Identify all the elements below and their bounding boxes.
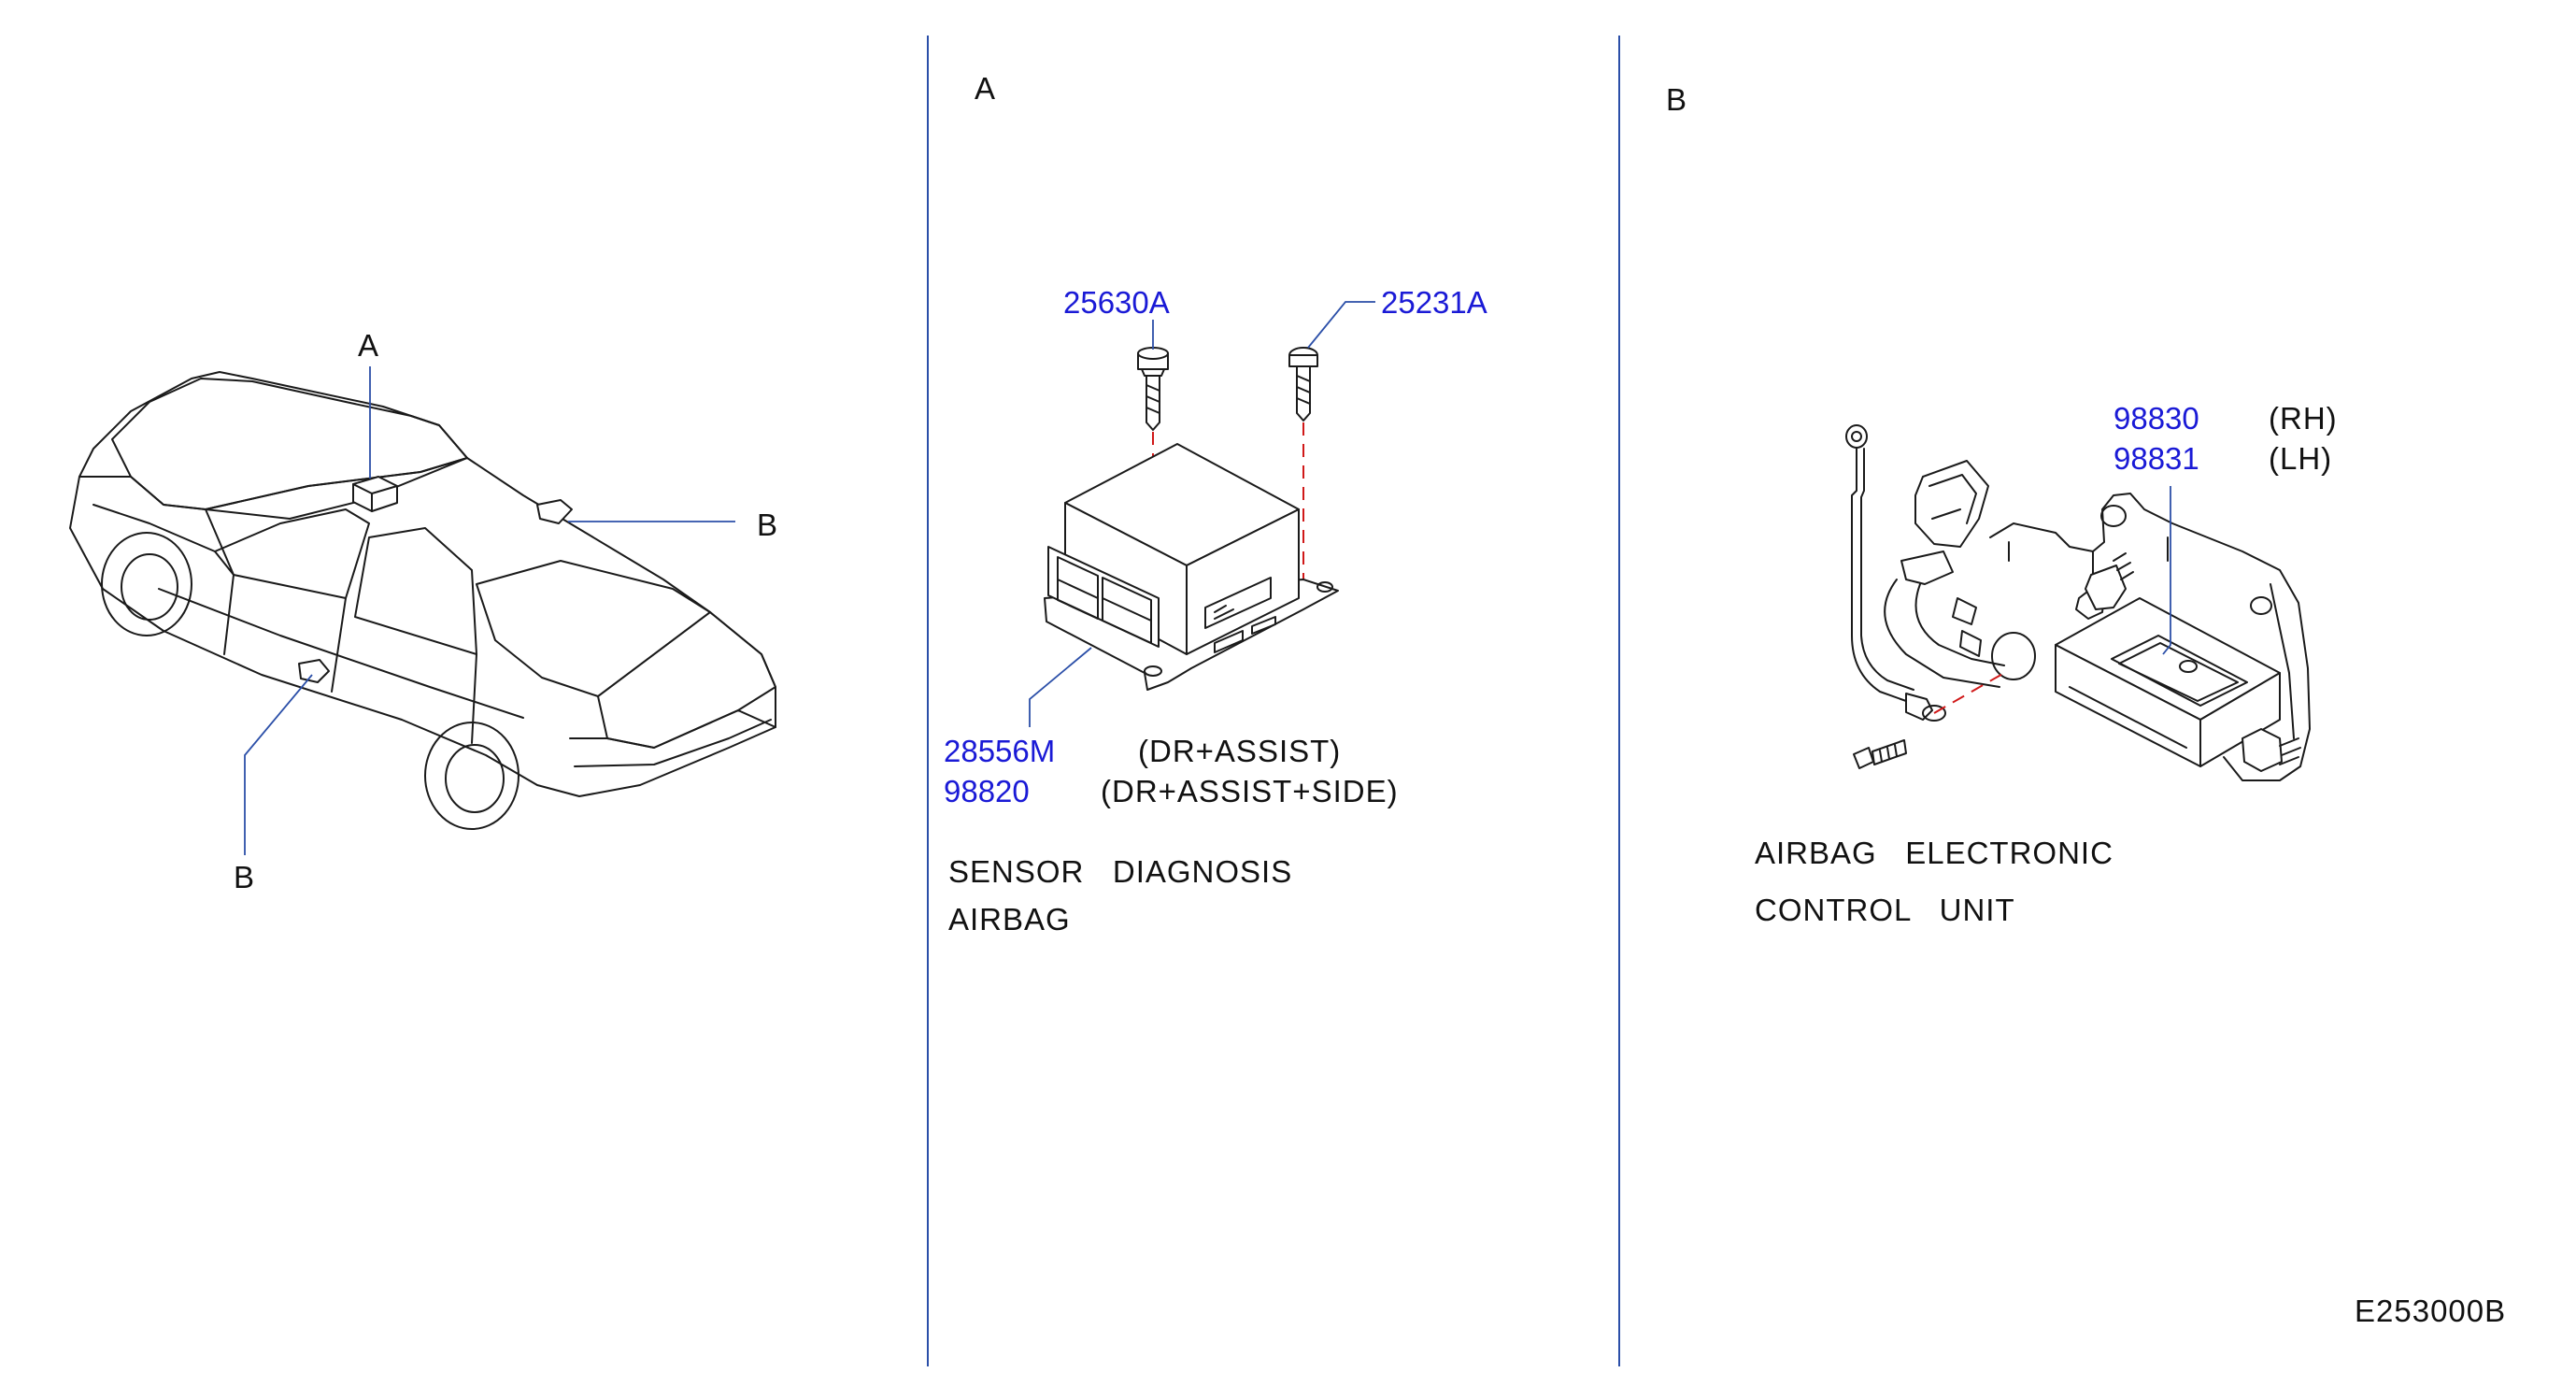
part-number-unit-2-desc: (DR+ASSIST+SIDE) <box>1101 774 1399 808</box>
sensor-heading: A <box>975 71 996 106</box>
leader-unit <box>1029 647 1092 727</box>
callout-a: A <box>358 328 379 363</box>
control-unit-caption-line-1: AIRBAG ELECTRONIC <box>1755 836 2113 870</box>
leader-bolt-right <box>1307 301 1375 349</box>
bolt-left-icon <box>1137 347 1169 431</box>
guide-ground <box>1933 672 2005 714</box>
part-number-bolt-left: 25630A <box>1063 285 1170 320</box>
sensor-panel: A <box>944 71 1487 937</box>
control-unit-heading: B <box>1666 82 1687 117</box>
sensor-caption-line-1: SENSOR DIAGNOSIS <box>948 854 1292 889</box>
part-number-lh-desc: (LH) <box>2269 441 2332 476</box>
part-number-bolt-right: 25231A <box>1381 285 1487 320</box>
airbag-control-unit <box>1845 424 2311 781</box>
callout-b-top: B <box>757 508 778 542</box>
part-number-lh: 98831 <box>2113 441 2199 476</box>
sensor-caption-line-2: AIRBAG <box>948 902 1071 937</box>
car-illustration <box>69 371 776 830</box>
control-unit-caption-line-2: CONTROL UNIT <box>1755 893 2015 927</box>
car-overview-panel: A B B <box>69 328 778 894</box>
part-number-unit-1: 28556M <box>944 734 1055 768</box>
leader-b-bottom <box>244 674 313 855</box>
part-number-rh-desc: (RH) <box>2269 401 2338 436</box>
bolt-right-icon <box>1288 347 1318 422</box>
sensor-diagnosis-unit <box>1044 443 1339 691</box>
part-number-rh: 98830 <box>2113 401 2199 436</box>
figure-code: E253000B <box>2355 1294 2506 1328</box>
callout-b-bottom: B <box>234 860 255 894</box>
leader-control-unit <box>2162 486 2171 655</box>
part-number-unit-1-desc: (DR+ASSIST) <box>1138 734 1341 768</box>
control-unit-panel: B <box>1666 82 2338 927</box>
part-number-unit-2: 98820 <box>944 774 1030 808</box>
